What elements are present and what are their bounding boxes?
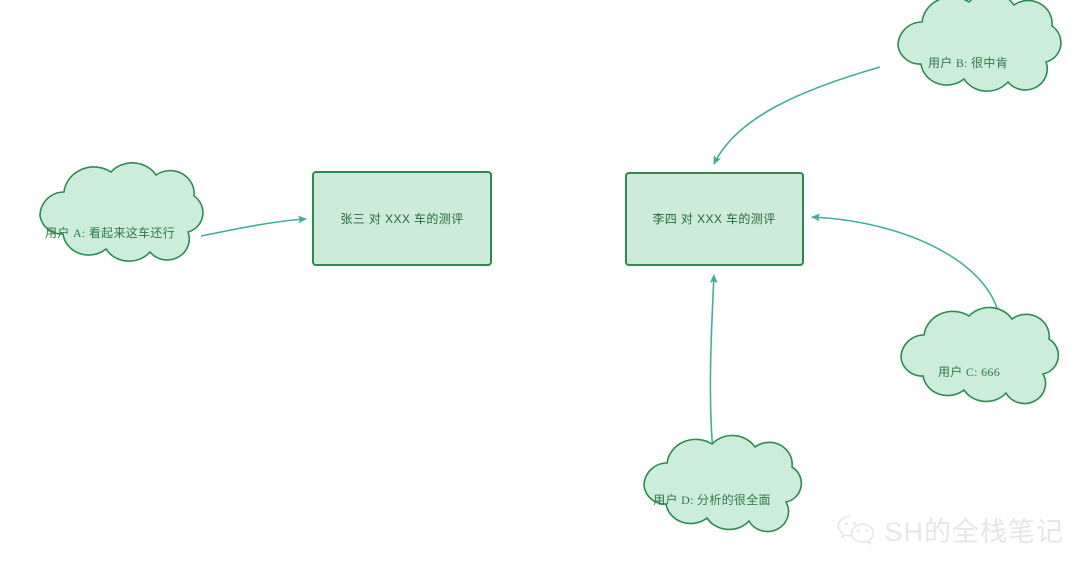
node-comment-user-d[interactable]: 用户 D: 分析的很全面 xyxy=(643,434,803,533)
watermark-text: SH的全栈笔记 xyxy=(884,517,1064,547)
cloud-user-c-shape[interactable] xyxy=(900,306,1060,405)
cloud-user-c-label: 用户 C: 666 xyxy=(938,364,1000,379)
cloud-user-d-label: 用户 D: 分析的很全面 xyxy=(653,492,771,507)
cloud-user-a-shape[interactable] xyxy=(39,162,204,262)
node-review-lisi[interactable]: 李四 对 XXX 车的测评 xyxy=(625,172,804,266)
cloud-user-b-label: 用户 B: 很中肯 xyxy=(928,55,1008,70)
wechat-icon xyxy=(838,514,875,545)
node-comment-user-c[interactable]: 用户 C: 666 xyxy=(900,306,1060,405)
review-zhangsan-box[interactable] xyxy=(312,171,492,266)
review-lisi-label: 李四 对 XXX 车的测评 xyxy=(652,211,775,226)
cloud-user-d-shape[interactable] xyxy=(643,434,803,533)
cloud-user-a-label: 用户 A: 看起来这车还行 xyxy=(45,225,175,240)
cloud-user-b-shape[interactable] xyxy=(897,0,1062,92)
review-lisi-box[interactable] xyxy=(625,172,804,266)
node-comment-user-b[interactable]: 用户 B: 很中肯 xyxy=(897,0,1062,92)
node-comment-user-a[interactable]: 用户 A: 看起来这车还行 xyxy=(39,162,204,262)
watermark: SH的全栈笔记 xyxy=(836,510,1064,549)
review-zhangsan-label: 张三 对 XXX 车的测评 xyxy=(340,211,463,226)
node-review-zhangsan[interactable]: 张三 对 XXX 车的测评 xyxy=(312,171,492,266)
edge-user-d-to-review-lisi xyxy=(709,274,718,462)
edge-user-b-to-review-lisi xyxy=(713,66,881,165)
edge-user-a-to-review-zhangsan xyxy=(200,215,307,237)
